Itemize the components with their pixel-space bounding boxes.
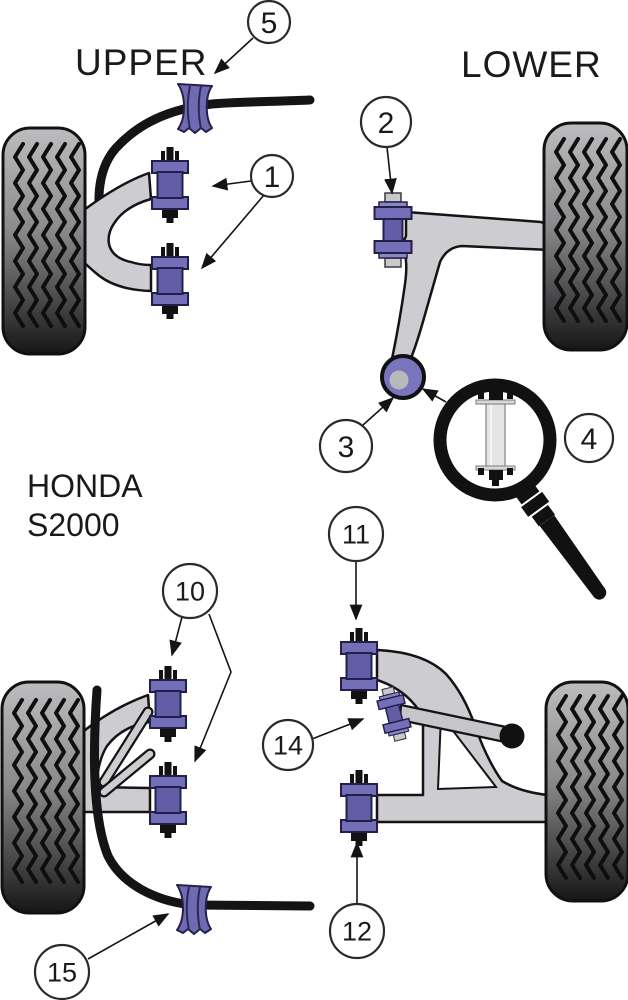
rear-lower-arm-cutout — [436, 712, 498, 791]
rear-lower-arm-bush-front — [340, 627, 378, 705]
front-upper-arm-bush-rear — [151, 242, 189, 320]
magnifier-handle — [513, 480, 607, 600]
vehicle-name-line1: HONDA — [27, 468, 143, 504]
leader-3 — [362, 396, 395, 426]
leader-lines — [87, 37, 397, 960]
front-upper-arm — [78, 171, 153, 293]
magnifier-leader-line — [421, 388, 447, 403]
callout-2-number: 2 — [378, 107, 395, 140]
rear-lower-arm-bush-rear — [340, 769, 378, 847]
callout-1: 1 — [249, 153, 295, 199]
rear-anti-roll-bar — [90, 685, 315, 911]
bolt-pin-detail — [475, 384, 516, 486]
leader-10b — [194, 613, 232, 763]
callout-14-number: 14 — [273, 731, 303, 761]
leader-2 — [384, 146, 397, 195]
callout-10: 10 — [161, 562, 219, 620]
callout-2: 2 — [359, 95, 413, 149]
callouts: 5 1 2 3 4 10 11 14 — [33, 0, 615, 1000]
front-upper-arm-bush-front — [151, 146, 189, 224]
callout-15-number: 15 — [47, 958, 77, 988]
callout-4: 4 — [563, 412, 615, 464]
vehicle-name-line2: S2000 — [27, 507, 120, 543]
callout-3-number: 3 — [338, 431, 355, 464]
rear-right-tire — [544, 680, 628, 903]
leader-5 — [213, 37, 254, 75]
callout-1-number: 1 — [264, 161, 281, 194]
rear-left-tire — [0, 680, 86, 915]
front-lower-arm — [390, 210, 553, 361]
callout-10-number: 10 — [175, 577, 205, 607]
leader-15 — [87, 913, 170, 960]
callout-4-number: 4 — [581, 423, 598, 456]
callout-12: 12 — [328, 902, 386, 960]
callout-11-number: 11 — [342, 520, 370, 550]
leader-10a — [169, 616, 183, 657]
callout-5: 5 — [246, 0, 292, 45]
upper-section-label: UPPER — [75, 42, 207, 83]
front-arb-bush — [177, 83, 213, 134]
front-right-tire — [542, 121, 628, 352]
front-anti-roll-bar — [94, 95, 315, 221]
leader-14 — [311, 718, 365, 740]
callout-15: 15 — [33, 943, 91, 1000]
callout-3: 3 — [318, 418, 374, 474]
front-lower-arm-rear-bush — [380, 354, 426, 400]
lower-section-label: LOWER — [461, 44, 602, 85]
callout-12-number: 12 — [342, 917, 372, 947]
leader-1b — [200, 194, 265, 270]
magnifier — [421, 378, 607, 600]
toe-link-ball — [499, 723, 525, 749]
rear-upper-arm-bush-front — [149, 665, 187, 743]
callout-11: 11 — [327, 505, 385, 563]
front-left-tire — [1, 126, 87, 356]
rear-arb-bush — [176, 884, 212, 935]
rear-upper-arm-bush-rear — [149, 761, 187, 839]
callout-14: 14 — [261, 718, 315, 772]
leader-1a — [211, 177, 252, 191]
callout-5-number: 5 — [261, 7, 278, 40]
